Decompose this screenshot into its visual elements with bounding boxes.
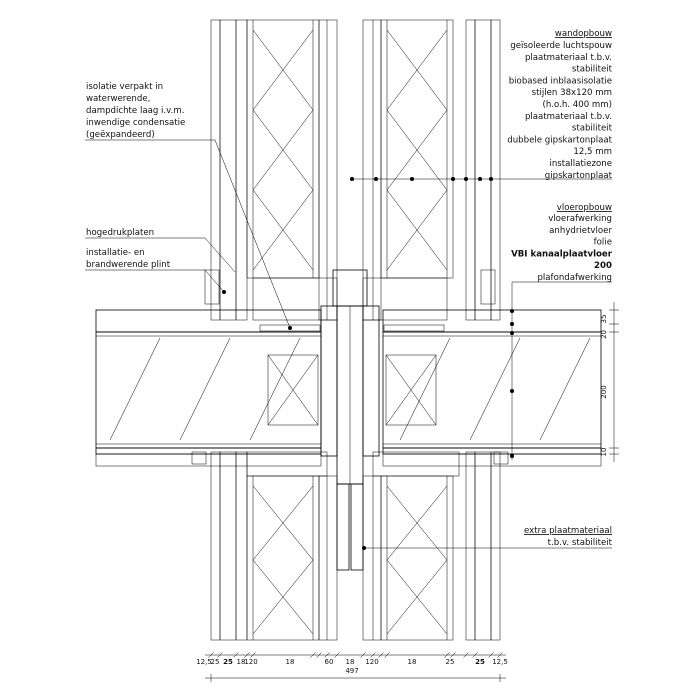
wandopbouw-line-10: 12,5 mm bbox=[573, 147, 612, 157]
dim-tick bbox=[370, 652, 376, 658]
dim-tick bbox=[208, 652, 214, 658]
extra-heading: extra plaatmateriaal bbox=[524, 526, 612, 536]
dim-bottom-10: 18 bbox=[408, 658, 417, 666]
dim-right-10: 10 bbox=[600, 448, 608, 457]
dim-bottom-2: 25 bbox=[211, 658, 220, 666]
vloeropbouw-line-5: 200 bbox=[594, 261, 612, 271]
vertical-dimensions: 35 20 200 10 bbox=[600, 302, 619, 462]
wandopbouw-line-2: plaatmateriaal t.b.v. bbox=[525, 53, 612, 63]
label-hogedrukplaten: hogedrukplaten bbox=[86, 228, 154, 238]
dim-bottom-6: 18 bbox=[286, 658, 295, 666]
dim-tick bbox=[444, 652, 450, 658]
wandopbouw-heading: wandopbouw bbox=[555, 29, 612, 39]
wandopbouw-line-4: biobased inblaasisolatie bbox=[509, 76, 612, 86]
dim-tick bbox=[384, 652, 390, 658]
label-plint: installatie- en brandwerende plint bbox=[86, 248, 171, 270]
dim-tick bbox=[488, 652, 494, 658]
dim-total: 497 bbox=[345, 667, 358, 675]
isolatie-line-1: isolatie verpakt in bbox=[86, 82, 163, 92]
wandopbouw-line-6: (h.o.h. 400 mm) bbox=[542, 100, 612, 110]
dim-right-20: 20 bbox=[600, 330, 608, 339]
dim-bottom-13: 12,5 bbox=[492, 658, 508, 666]
dim-tick bbox=[378, 652, 384, 658]
upper-wall bbox=[204, 19, 501, 321]
floor-construction bbox=[95, 309, 602, 467]
dim-tick bbox=[497, 652, 503, 658]
dim-bottom-9: 120 bbox=[365, 658, 378, 666]
label-wandopbouw: wandopbouw geïsoleerde luchtspouw plaatma… bbox=[507, 29, 612, 181]
extra-line: t.b.v. stabiliteit bbox=[548, 538, 613, 548]
isolatie-line-3: dampdichte laag i.v.m. bbox=[86, 106, 184, 116]
vloeropbouw-line-4: VBI kanaalplaatvloer bbox=[511, 249, 613, 259]
dim-bottom-5: 120 bbox=[244, 658, 257, 666]
central-joint bbox=[320, 305, 380, 485]
isolatie-line-4: inwendige condensatie bbox=[86, 118, 185, 128]
plint-line-1: installatie- en bbox=[86, 248, 145, 258]
leader-lines bbox=[85, 139, 612, 550]
label-vloeropbouw: vloeropbouw vloerafwerking anhydrietvloer… bbox=[511, 203, 613, 283]
dim-tick bbox=[360, 652, 366, 658]
dim-tick bbox=[310, 652, 316, 658]
dim-bottom-8: 18 bbox=[346, 658, 355, 666]
dim-right-35: 35 bbox=[600, 315, 608, 324]
dim-bottom-1: 12,5 bbox=[196, 658, 212, 666]
dim-tick bbox=[250, 652, 256, 658]
label-isolatie: isolatie verpakt in waterwerende, dampdi… bbox=[86, 82, 185, 140]
label-extra-plaatmateriaal: extra plaatmateriaal t.b.v. stabiliteit bbox=[524, 526, 613, 548]
isolatie-line-2: waterwerende, bbox=[86, 94, 150, 104]
vloeropbouw-line-6: plafondafwerking bbox=[537, 273, 612, 283]
dim-tick bbox=[463, 652, 469, 658]
dim-tick bbox=[316, 652, 322, 658]
wandopbouw-line-1: geïsoleerde luchtspouw bbox=[510, 41, 612, 51]
plint-line-2: brandwerende plint bbox=[86, 260, 171, 270]
wandopbouw-line-3: stabiliteit bbox=[572, 65, 613, 75]
dim-tick bbox=[217, 652, 223, 658]
dim-tick bbox=[450, 652, 456, 658]
dim-tick bbox=[324, 652, 330, 658]
wandopbouw-line-9: dubbele gipskartonplaat bbox=[507, 135, 612, 145]
vloeropbouw-line-3: folie bbox=[594, 238, 612, 248]
vloeropbouw-line-1: vloerafwerking bbox=[548, 214, 612, 224]
vloeropbouw-heading: vloeropbouw bbox=[557, 203, 612, 213]
dim-right-200: 200 bbox=[600, 385, 608, 398]
dim-bottom-7: 60 bbox=[325, 658, 334, 666]
dim-tick bbox=[472, 652, 478, 658]
vloeropbouw-line-2: anhydrietvloer bbox=[549, 226, 612, 236]
dim-tick bbox=[244, 652, 250, 658]
wandopbouw-line-12: gipskartonplaat bbox=[545, 171, 613, 181]
isolatie-line-5: (geëxpandeerd) bbox=[86, 130, 155, 140]
dim-bottom-4: 18 bbox=[237, 658, 246, 666]
dim-bottom-12: 25 bbox=[475, 658, 485, 666]
wandopbouw-line-7: plaatmateriaal t.b.v. bbox=[525, 112, 612, 122]
dim-tick bbox=[233, 652, 239, 658]
dim-bottom-11: 25 bbox=[446, 658, 455, 666]
dim-bottom-3: 25 bbox=[223, 658, 233, 666]
lower-wall bbox=[191, 451, 509, 641]
dim-tick bbox=[334, 652, 340, 658]
wandopbouw-line-5: stijlen 38x120 mm bbox=[532, 88, 612, 98]
wandopbouw-line-8: stabiliteit bbox=[572, 124, 613, 134]
wandopbouw-line-11: installatiezone bbox=[549, 159, 612, 169]
